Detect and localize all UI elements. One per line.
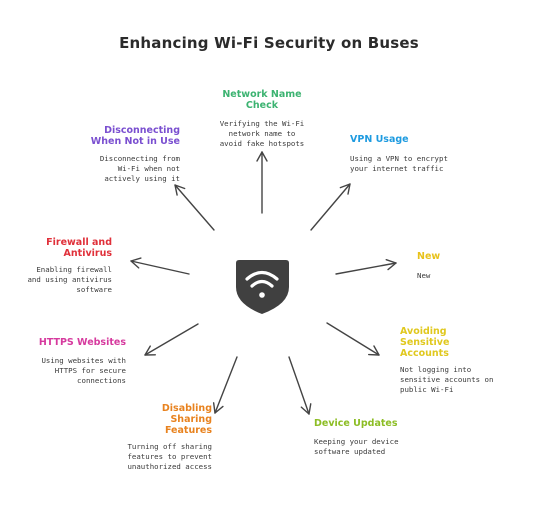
heading-line: VPN Usage	[350, 134, 409, 145]
description-line: software	[76, 285, 112, 294]
heading-line: New	[417, 251, 441, 262]
arrow-vpn-usage	[310, 183, 351, 231]
description-line: and using antivirus	[27, 275, 112, 284]
description-line: Turning off sharing	[127, 442, 212, 451]
description-line: HTTPS for secure	[54, 366, 126, 375]
heading-https-websites: HTTPS Websites	[20, 337, 126, 348]
description-line: New	[417, 271, 431, 280]
description-line: Using websites with	[41, 356, 126, 365]
description-line: network name to	[228, 129, 296, 138]
heading-line: Network Name	[222, 89, 302, 100]
heading-line: Firewall and	[46, 237, 112, 248]
heading-line: Accounts	[400, 348, 449, 359]
description-line: features to prevent	[127, 452, 212, 461]
heading-line: Features	[164, 425, 212, 436]
heading-line: Avoiding	[400, 326, 447, 337]
description-line: Enabling firewall	[36, 265, 112, 274]
arrow-avoiding-sensitive-accounts	[326, 322, 380, 356]
description-line: Wi-Fi when not	[117, 164, 180, 173]
arrow-disabling-sharing-features	[212, 356, 238, 414]
description-line: avoid fake hotspots	[219, 139, 305, 148]
heading-line: Sharing	[170, 414, 212, 425]
arrow-https-websites	[144, 323, 199, 356]
description-line: Verifying the Wi-Fi	[219, 119, 305, 128]
heading-line: When Not in Use	[90, 136, 180, 147]
heading-new: New	[417, 251, 497, 262]
description-new: New	[417, 271, 497, 281]
heading-line: Disabling	[161, 403, 212, 414]
arrow-device-updates	[288, 356, 312, 415]
description-line: public Wi-Fi	[400, 385, 454, 394]
wifi-shield-icon	[236, 260, 289, 314]
arrow-disconnecting-when-not-in-use	[174, 184, 215, 231]
heading-vpn-usage: VPN Usage	[350, 134, 470, 145]
description-line: Using a VPN to encrypt	[350, 154, 448, 163]
heading-line: HTTPS Websites	[38, 337, 126, 348]
heading-line: Device Updates	[314, 418, 398, 429]
description-line: unauthorized access	[127, 462, 212, 471]
arrow-new	[335, 259, 397, 275]
heading-line: Sensitive	[400, 337, 450, 348]
description-line: Not logging into	[400, 365, 472, 374]
description-line: sensitive accounts on	[400, 375, 494, 384]
heading-line: Disconnecting	[104, 125, 180, 136]
heading-device-updates: Device Updates	[314, 418, 424, 429]
description-line: actively using it	[104, 174, 180, 183]
description-line: connections	[77, 376, 126, 385]
description-line: Disconnecting from	[99, 154, 180, 163]
heading-line: Check	[245, 100, 279, 111]
description-line: your internet traffic	[350, 164, 444, 173]
arrow-firewall-and-antivirus	[130, 257, 190, 275]
description-line: software updated	[314, 447, 386, 456]
diagram-title: Enhancing Wi-Fi Security on Buses	[119, 34, 419, 52]
description-line: Keeping your device	[314, 437, 399, 446]
heading-line: Antivirus	[63, 248, 112, 259]
